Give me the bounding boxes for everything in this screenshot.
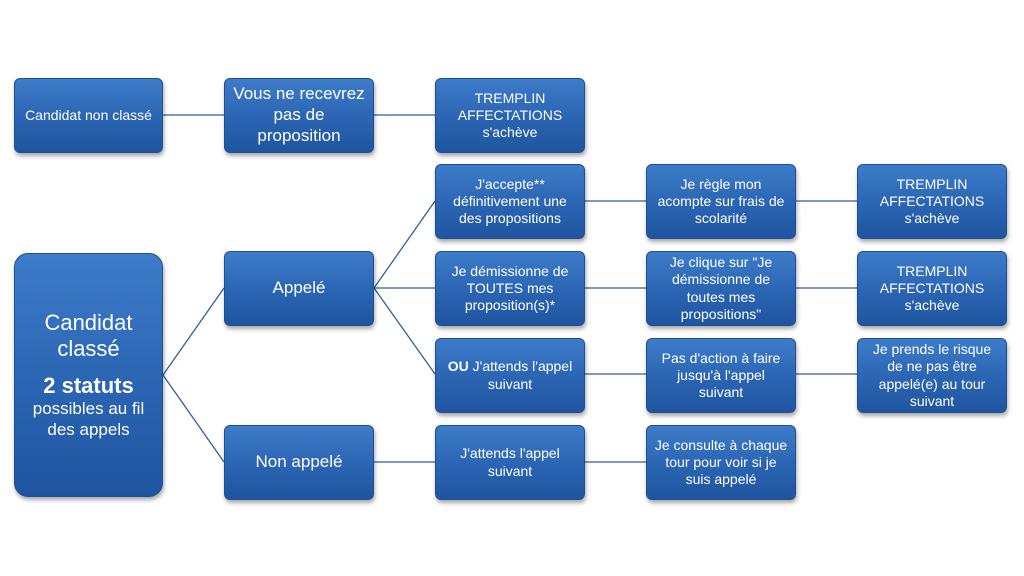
node-je-demissionne: Je démissionne de TOUTES mes proposition… <box>435 251 585 326</box>
node-candidat-classe: Candidat classé 2 statuts possibles au f… <box>14 253 163 497</box>
node-je-demissionne-text: Je démissionne de TOUTES mes proposition… <box>451 262 569 314</box>
node-candidat-classe-subtitle: possibles au fil des appels <box>32 399 145 439</box>
node-je-consulte: Je consulte à chaque tour pour voir si j… <box>646 425 796 500</box>
node-non-appele: Non appelé <box>224 425 374 500</box>
node-pas-d-action: Pas d'action à faire jusqu'à l'appel sui… <box>646 338 796 413</box>
node-tremplin-3: TREMPLIN AFFECTATIONS s'achève <box>857 251 1007 326</box>
node-j-accepte: J'accepte** définitivement une des propo… <box>435 164 585 239</box>
node-je-clique-text: Je clique sur "Je démissionne de toutes … <box>669 254 773 322</box>
node-ou-j-attends-text: OU J'attends l'appel suivant <box>442 358 578 392</box>
node-tremplin-1: TREMPLIN AFFECTATIONS s'achève <box>435 78 585 153</box>
node-tremplin-3-text: TREMPLIN AFFECTATIONS s'achève <box>879 262 985 314</box>
connector-classe-nonappele <box>162 374 225 463</box>
node-non-appele-text: Non appelé <box>255 452 343 472</box>
node-j-attends-non-appele: J'attends l'appel suivant <box>435 425 585 500</box>
node-pas-de-proposition: Vous ne recevrez pas de proposition <box>224 78 374 153</box>
connector-appele-attends <box>373 287 436 375</box>
node-candidat-classe-title: Candidat classé <box>44 309 133 362</box>
node-je-prends-le-risque-text: Je prends le risque de ne pas être appel… <box>872 341 992 409</box>
node-j-attends-non-appele-text: J'attends l'appel suivant <box>460 445 560 479</box>
node-pas-d-action-text: Pas d'action à faire jusqu'à l'appel sui… <box>661 349 781 401</box>
node-candidat-classe-statuts: 2 statuts <box>43 372 134 398</box>
connector-appele-accepte <box>373 200 436 289</box>
connector-classe-appele <box>162 287 225 376</box>
node-candidat-non-classe: Candidat non classé <box>14 78 163 153</box>
node-ou-j-attends: OU J'attends l'appel suivant <box>435 338 585 413</box>
node-ou-label: OU <box>447 358 469 375</box>
node-tremplin-2: TREMPLIN AFFECTATIONS s'achève <box>857 164 1007 239</box>
node-je-regle-acompte-text: Je règle mon acompte sur frais de scolar… <box>657 175 785 227</box>
node-tremplin-2-text: TREMPLIN AFFECTATIONS s'achève <box>879 175 985 227</box>
node-je-regle-acompte: Je règle mon acompte sur frais de scolar… <box>646 164 796 239</box>
node-je-clique: Je clique sur "Je démissionne de toutes … <box>646 251 796 326</box>
node-je-consulte-text: Je consulte à chaque tour pour voir si j… <box>654 436 788 488</box>
node-appele-text: Appelé <box>272 278 326 298</box>
node-tremplin-1-text: TREMPLIN AFFECTATIONS s'achève <box>457 89 563 141</box>
node-appele: Appelé <box>224 251 374 326</box>
node-pas-de-proposition-text: Vous ne recevrez pas de proposition <box>233 84 365 145</box>
node-j-accepte-text: J'accepte** définitivement une des propo… <box>453 175 567 227</box>
node-ou-rest: J'attends l'appel suivant <box>468 358 573 392</box>
node-je-prends-le-risque: Je prends le risque de ne pas être appel… <box>857 338 1007 413</box>
node-candidat-non-classe-text: Candidat non classé <box>25 106 152 123</box>
